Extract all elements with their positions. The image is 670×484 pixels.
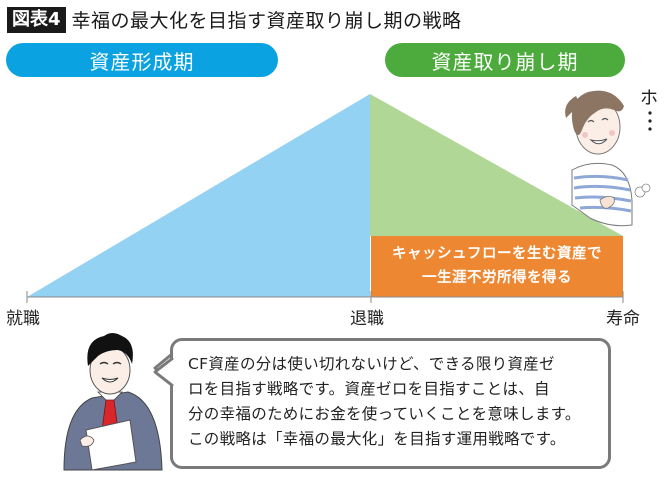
axis-label-lifespan: 寿命 — [606, 309, 640, 329]
cashflow-line-1: キャッシュフローを生む資産で — [392, 246, 602, 262]
figure-title: 幸福の最大化を目指す資産取り崩し期の戦略 — [71, 10, 462, 32]
speech-bubble-tail-cover — [153, 358, 176, 388]
phase-drawdown-label: 資産取り崩し期 — [431, 49, 579, 74]
drawdown-triangle — [370, 94, 623, 236]
speech-line-4: この戦略は「幸福の最大化」を目指す運用戦略です。 — [188, 430, 566, 448]
timeline-axis — [26, 291, 624, 303]
phase-accumulation-label: 資産形成期 — [89, 49, 195, 74]
axis-label-retirement: 退職 — [350, 309, 384, 329]
speech-bubble — [170, 338, 611, 469]
axis-label-employment: 就職 — [6, 309, 40, 329]
cashflow-box — [371, 236, 623, 297]
woman-character-illustration — [565, 90, 651, 227]
phase-drawdown-pill: 資産取り崩し期 — [385, 43, 625, 77]
speech-bubble-text: CF資産の分は使い切れないけど、できる限り資産ゼ ロを目指す戦略です。資産ゼロを… — [188, 352, 608, 452]
svg-text:ホ: ホ — [640, 88, 658, 108]
woman-sound-effect: ホ — [640, 88, 658, 131]
cashflow-box-text: キャッシュフローを生む資産で 一生涯不労所得を得る — [371, 236, 623, 296]
phase-accumulation-pill: 資産形成期 — [6, 43, 278, 77]
figure-header: 図表4 幸福の最大化を目指す資産取り崩し期の戦略 — [7, 6, 462, 33]
figure-label: 図表4 — [7, 6, 66, 33]
speech-line-2: ロを目指す戦略です。資産ゼロを目指すことは、自 — [188, 380, 550, 398]
man-character-illustration — [63, 333, 163, 471]
speech-line-3: 分の幸福のためにお金を使っていくことを意味します。 — [188, 405, 581, 423]
accumulation-triangle — [27, 94, 370, 297]
speech-line-1: CF資産の分は使い切れないけど、できる限り資産ゼ — [188, 355, 555, 373]
cashflow-line-2: 一生涯不労所得を得る — [422, 270, 572, 286]
